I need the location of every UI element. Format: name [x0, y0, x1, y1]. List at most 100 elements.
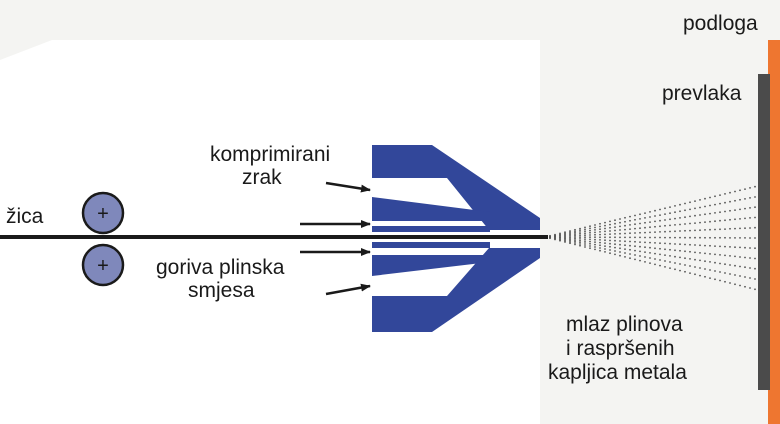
- spray-dot: [699, 244, 701, 247]
- spray-dot: [669, 267, 671, 269]
- spray-dot: [584, 240, 586, 243]
- spray-dot: [614, 246, 616, 249]
- spray-dot: [714, 245, 716, 248]
- spray-dot: [719, 271, 721, 273]
- spray-dot: [709, 220, 711, 223]
- spray-dot: [689, 272, 691, 274]
- spray-dot: [644, 256, 646, 258]
- spray-dot: [629, 248, 631, 251]
- spray-dot: [674, 243, 676, 245]
- spray-dot: [639, 259, 641, 262]
- spray-dot: [579, 227, 581, 230]
- spray-dot: [674, 217, 676, 220]
- arrow-compressed-air: [325, 181, 371, 193]
- spray-dot: [654, 258, 656, 260]
- spray-dot: [739, 237, 741, 239]
- spray-dot: [734, 283, 736, 286]
- spray-dot: [674, 230, 676, 233]
- spray-dot: [724, 280, 726, 283]
- spray-dot: [719, 202, 721, 205]
- spray-dot: [649, 241, 651, 244]
- spray-dot: [714, 261, 716, 264]
- spray-dot: [634, 258, 636, 261]
- spray-dot: [659, 219, 661, 222]
- spray-dot: [719, 219, 721, 222]
- spray-dot: [679, 210, 681, 213]
- spray-dot: [599, 244, 601, 247]
- spray-dot: [684, 243, 686, 246]
- spray-dot: [599, 225, 601, 228]
- spray-dot: [709, 253, 711, 255]
- label-compressed-air-line2: zrak: [242, 166, 282, 189]
- spray-dot: [634, 254, 636, 256]
- spray-dot: [629, 215, 631, 218]
- spray-dot: [579, 243, 581, 245]
- spray-dot: [594, 224, 596, 226]
- spray-dot: [629, 236, 631, 239]
- spray-dot: [619, 240, 621, 242]
- spray-dot: [664, 248, 666, 251]
- spray-dot: [694, 236, 696, 239]
- spray-dot: [659, 259, 661, 261]
- spray-dot: [639, 245, 641, 248]
- flow-arrows: [300, 181, 371, 296]
- spray-dot: [649, 252, 651, 254]
- spray-dot: [694, 200, 696, 203]
- spray-dot: [684, 229, 686, 232]
- spray-dot: [659, 242, 661, 245]
- spray-dot: [664, 224, 666, 227]
- spray-dot: [724, 236, 726, 239]
- spray-dot: [624, 224, 626, 227]
- spray-dot: [619, 218, 621, 220]
- spray-dot: [589, 247, 591, 250]
- nozzle-outer-bottom: [372, 248, 540, 332]
- spray-dot: [579, 236, 581, 239]
- spray-dot: [729, 237, 731, 239]
- label-fuel-gas-line1: goriva plinska: [156, 256, 285, 279]
- spray-dot: [729, 273, 731, 275]
- spray-dot: [594, 243, 596, 246]
- spray-dot: [614, 219, 616, 222]
- spray-dot: [729, 209, 731, 212]
- spray-dot: [654, 220, 656, 223]
- spray-dot: [734, 264, 736, 267]
- spray-dot: [749, 267, 751, 269]
- spray-dot: [714, 228, 716, 231]
- spray-dot: [589, 242, 591, 245]
- spray-dot: [609, 252, 611, 255]
- spray-dot: [659, 236, 661, 239]
- spray-dot: [634, 236, 636, 239]
- label-spray-line2: i raspršenih: [566, 337, 675, 360]
- spray-dot: [709, 236, 711, 239]
- spray-dot: [664, 213, 666, 216]
- spray-dot: [684, 209, 686, 212]
- spray-dot: [639, 231, 641, 234]
- spray-dot: [689, 215, 691, 218]
- spray-dot: [669, 255, 671, 257]
- spray-dot: [704, 221, 706, 224]
- spray-dot: [669, 212, 671, 215]
- spray-dot: [594, 229, 596, 231]
- spray-dot: [754, 226, 756, 229]
- spray-dot: [644, 251, 646, 254]
- spray-dot: [624, 252, 626, 254]
- spray-dot: [584, 244, 586, 246]
- spray-dot: [724, 193, 726, 195]
- nozzle-inner-bottom: [372, 255, 490, 276]
- spray-dot: [739, 227, 741, 230]
- spray-dot: [634, 232, 636, 234]
- spray-dot: [574, 239, 576, 242]
- spray-dot: [649, 226, 651, 229]
- spray-dot: [609, 239, 611, 242]
- spray-dot: [734, 274, 736, 276]
- spray-dot: [614, 250, 616, 252]
- spray-dot: [599, 239, 601, 241]
- spray-dot: [714, 203, 716, 206]
- spray-dot: [684, 216, 686, 219]
- spray-dot: [549, 237, 551, 240]
- spray-dot: [594, 231, 596, 234]
- spray-dot: [719, 228, 721, 231]
- spray-dot: [654, 242, 656, 244]
- spray-dot: [619, 247, 621, 250]
- spray-dot: [669, 206, 671, 209]
